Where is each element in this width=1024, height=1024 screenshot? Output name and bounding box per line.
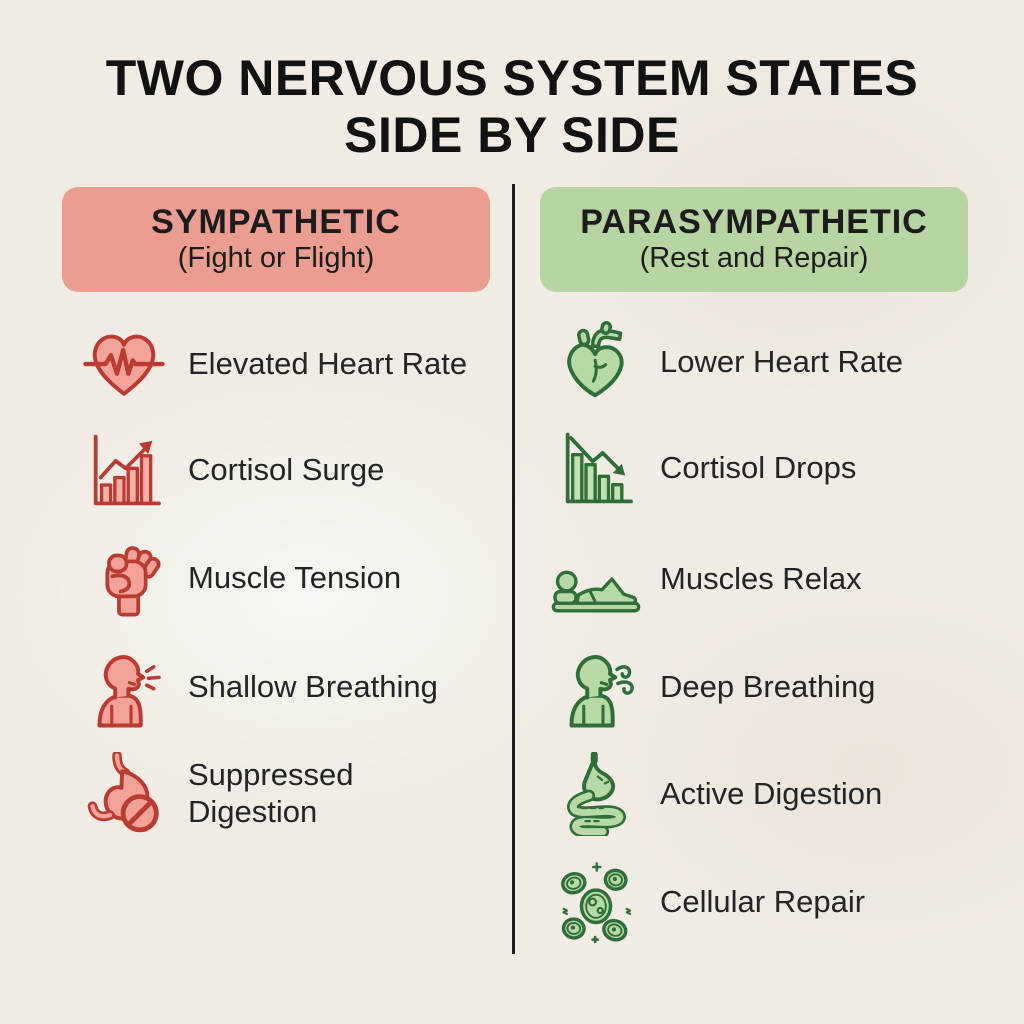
list-item: Muscle Tension — [78, 534, 401, 622]
item-label: Cellular Repair — [660, 883, 866, 919]
cortisol-rise-chart-icon — [78, 426, 170, 514]
page-title-line1: TWO NERVOUS SYSTEM STATES — [105, 50, 919, 106]
column-divider — [512, 184, 515, 954]
sympathetic-header: SYMPATHETIC (Fight or Flight) — [62, 187, 490, 292]
parasympathetic-title: PARASYMPATHETIC — [580, 203, 928, 242]
item-label: Muscle Tension — [188, 559, 402, 595]
item-label: Cortisol Drops — [660, 449, 857, 485]
parasympathetic-header: PARASYMPATHETIC (Rest and Repair) — [540, 187, 968, 292]
item-label: Shallow Breathing — [188, 668, 438, 704]
sympathetic-title: SYMPATHETIC — [151, 203, 401, 242]
list-item: Elevated Heart Rate — [78, 320, 467, 408]
page-title: TWO NERVOUS SYSTEM STATES SIDE BY SIDE — [0, 50, 1024, 163]
list-item: Active Digestion — [550, 750, 882, 838]
lying-person-icon — [550, 535, 642, 623]
list-item: Deep Breathing — [550, 643, 875, 731]
list-item: Cellular Repair — [550, 858, 865, 946]
item-label: Muscles Relax — [660, 560, 862, 596]
list-item: Muscles Relax — [550, 535, 862, 623]
parasympathetic-subtitle: (Rest and Repair) — [639, 241, 869, 274]
deep-breathing-icon — [550, 643, 642, 731]
item-label: Lower Heart Rate — [660, 343, 903, 379]
cells-icon — [550, 858, 642, 946]
list-item: Shallow Breathing — [78, 643, 438, 731]
list-item: Cortisol Drops — [550, 424, 856, 512]
list-item: Cortisol Surge — [78, 426, 384, 514]
item-label: Cortisol Surge — [188, 451, 385, 487]
page-title-line2: SIDE BY SIDE — [344, 106, 680, 163]
shallow-breathing-icon — [78, 643, 170, 731]
fist-icon — [78, 534, 170, 622]
item-label: Elevated Heart Rate — [188, 345, 468, 381]
item-label: Suppressed Digestion — [188, 757, 354, 829]
list-item: Suppressed Digestion — [78, 750, 438, 838]
heart-organ-icon — [550, 318, 642, 406]
sympathetic-subtitle: (Fight or Flight) — [177, 241, 375, 274]
heart-pulse-icon — [78, 320, 170, 408]
cortisol-drop-chart-icon — [550, 424, 642, 512]
item-label: Deep Breathing — [660, 668, 876, 704]
suppressed-digestion-icon — [78, 750, 170, 838]
list-item: Lower Heart Rate — [550, 318, 903, 406]
item-label: Active Digestion — [660, 775, 883, 811]
active-digestion-icon — [550, 750, 642, 838]
